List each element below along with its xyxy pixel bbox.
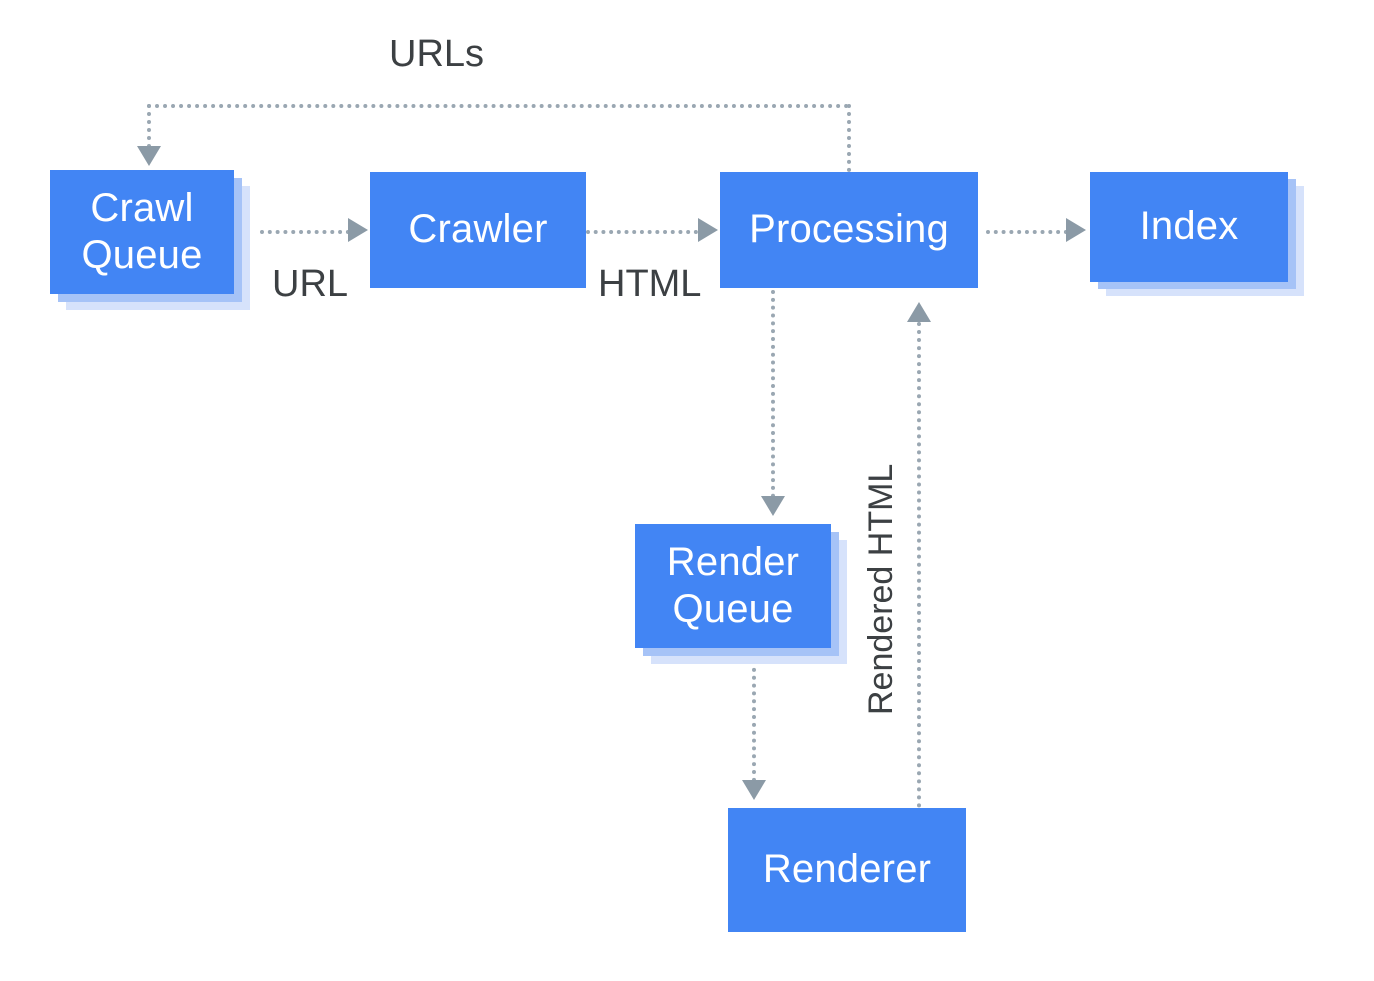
edge-label-html: HTML — [598, 263, 702, 305]
node-crawl-queue[interactable]: Crawl Queue — [50, 170, 234, 294]
edge-label-url: URL — [272, 263, 349, 305]
node-crawler-label: Crawler — [408, 207, 548, 252]
edge-label-urls: URLs — [389, 33, 485, 75]
connector-processing-to-renderqueue — [771, 290, 775, 498]
connector-crawlqueue-to-crawler — [260, 230, 350, 234]
node-renderer-label: Renderer — [762, 847, 932, 892]
node-crawler[interactable]: Crawler — [370, 172, 586, 288]
node-render-queue[interactable]: Render Queue — [635, 524, 831, 648]
connector-processing-to-crawlqueue-span — [147, 104, 849, 108]
edge-label-rendered-html: Rendered HTML — [862, 463, 900, 715]
node-renderer[interactable]: Renderer — [728, 808, 966, 932]
node-processing[interactable]: Processing — [720, 172, 978, 288]
arrowhead-into-index — [1066, 218, 1086, 242]
node-index[interactable]: Index — [1090, 172, 1288, 282]
connector-renderer-to-processing — [917, 322, 921, 808]
connector-crawler-to-processing — [586, 230, 698, 234]
node-crawl-queue-label: Crawl Queue — [81, 185, 203, 277]
arrowhead-into-renderer — [742, 780, 766, 800]
arrowhead-into-crawler — [348, 218, 368, 242]
arrowhead-into-processing-bottom — [907, 302, 931, 322]
arrowhead-into-processing-left — [698, 218, 718, 242]
arrowhead-into-render-queue — [761, 496, 785, 516]
node-render-queue-label: Render Queue — [666, 539, 800, 631]
arrowhead-into-crawl-queue — [137, 146, 161, 166]
connector-processing-to-crawlqueue-drop — [147, 104, 151, 148]
connector-renderqueue-to-renderer — [752, 660, 756, 782]
node-index-label: Index — [1139, 204, 1239, 249]
connector-processing-to-index — [986, 230, 1068, 234]
connector-processing-to-crawlqueue-riser — [847, 104, 851, 172]
node-processing-label: Processing — [749, 207, 949, 252]
